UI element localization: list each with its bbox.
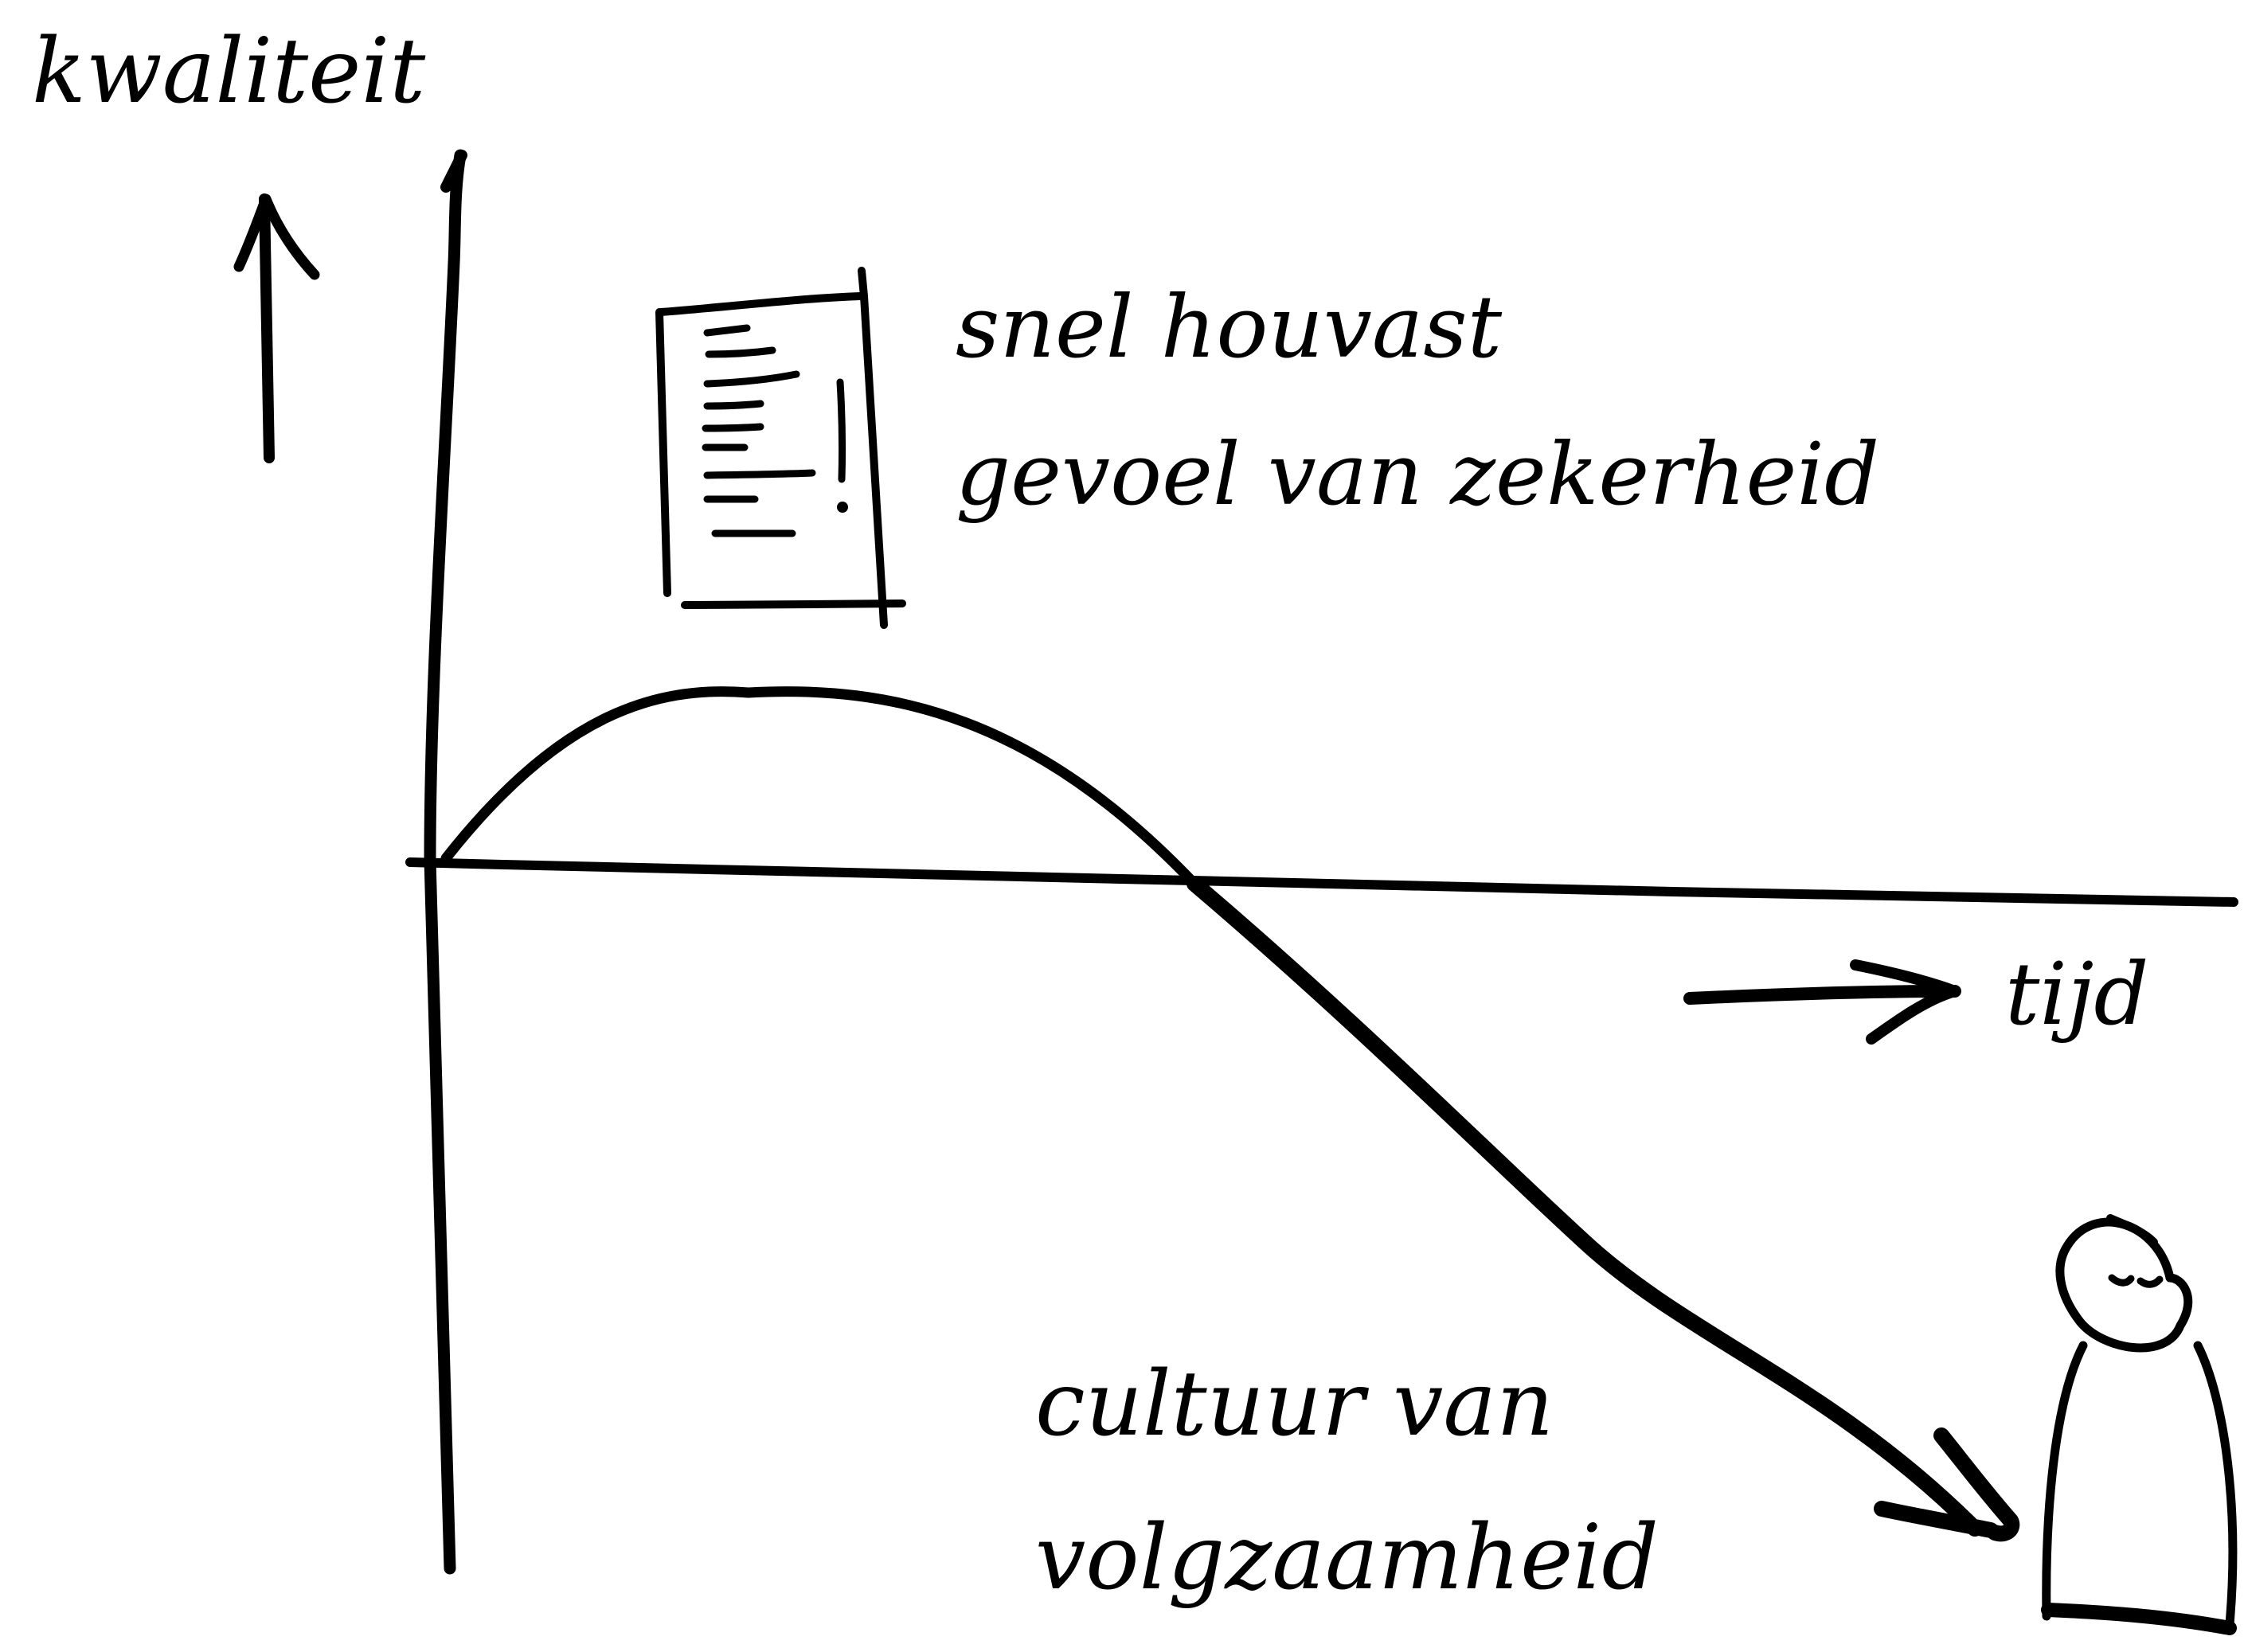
x-axis-label: tijd (2005, 945, 2149, 1045)
annotation-culture-of: cultuur van (1035, 1353, 1554, 1456)
annotation-sense-of-certainty: gevoel van zekerheid (956, 425, 1879, 525)
person-icon (2041, 1214, 2238, 1635)
document-icon (655, 267, 906, 629)
annotation-quick-grip: snel houvast (956, 278, 1503, 377)
y-axis-tip (440, 150, 467, 193)
annotation-compliance: volgzaamheid (1035, 1506, 1659, 1610)
curve-arrow-head (1874, 1427, 2020, 1542)
y-axis-line (424, 149, 467, 1575)
quality-curve-decline (1187, 876, 1983, 1537)
quality-curve-rise (440, 686, 1200, 889)
y-axis-label: kwaliteit (32, 20, 426, 123)
arrow-up-icon (233, 193, 320, 463)
arrow-right-icon (1683, 959, 1961, 1045)
x-axis-line (405, 857, 2238, 907)
